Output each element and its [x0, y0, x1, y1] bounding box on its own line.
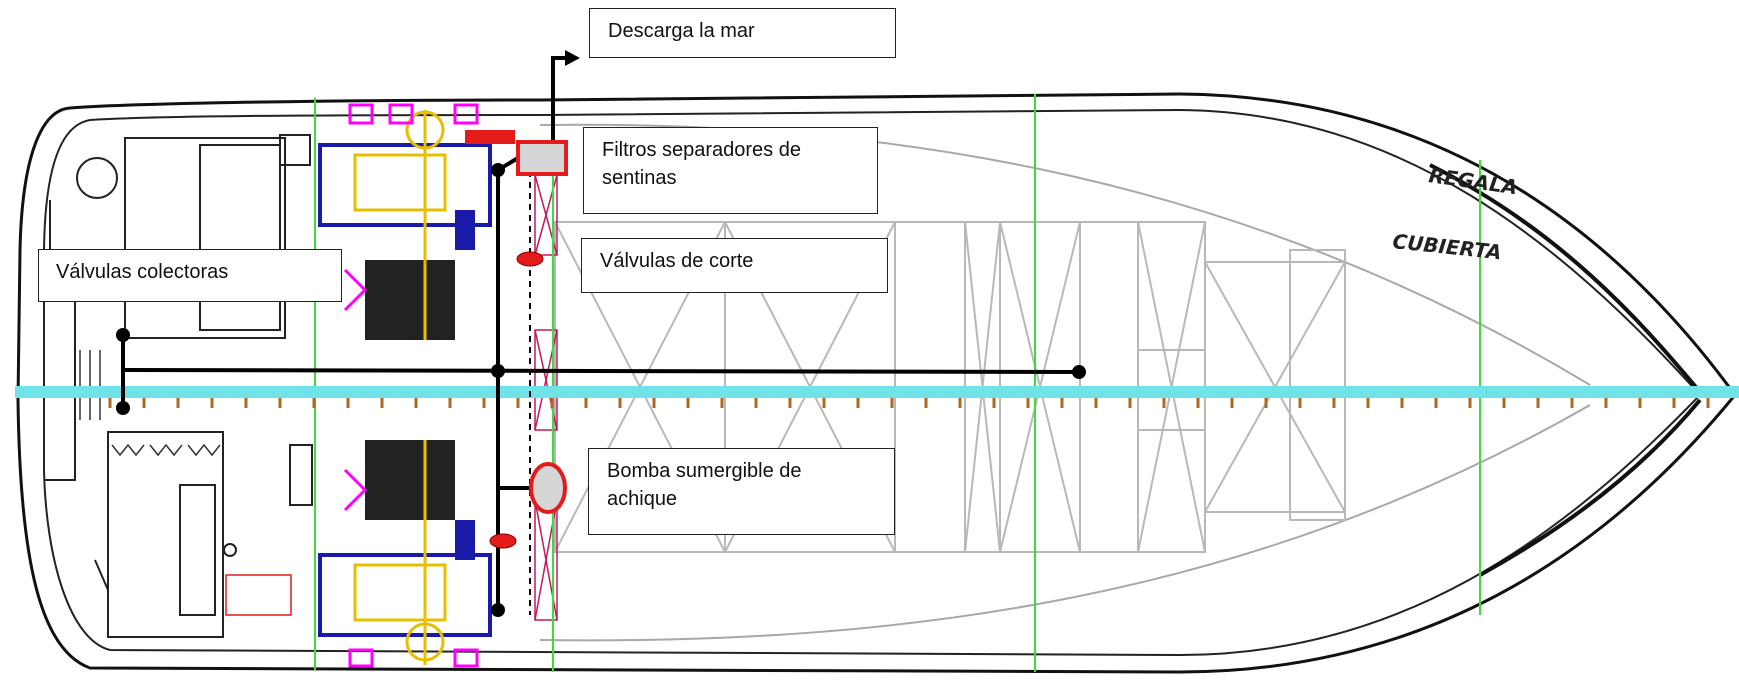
- callout-valvulas-colectoras-text: Válvulas colectoras: [56, 261, 229, 283]
- callout-filtros-separadores: Filtros separadores de sentinas: [583, 127, 878, 214]
- callout-filtros-text: Filtros separadores de sentinas: [602, 139, 801, 189]
- pipe-junctions: [116, 163, 1086, 617]
- submersible-bilge-pump: [529, 462, 567, 514]
- engine-port: [318, 103, 515, 340]
- shutoff-valve-upper: [516, 251, 544, 267]
- callout-valvulas-corte-text: Válvulas de corte: [600, 250, 754, 272]
- inner-hull-line-bottom: [539, 404, 1591, 642]
- junction-collector-end: [1072, 365, 1086, 379]
- cubierta-label: CUBIERTA: [1391, 229, 1502, 264]
- junction-collector-upper: [116, 328, 130, 342]
- junction-manifold-top: [491, 163, 505, 177]
- regala-line-bottom: [1479, 398, 1702, 577]
- shutoff-valve-lower: [489, 533, 517, 549]
- callout-descarga-la-mar: Descarga la mar: [589, 8, 896, 58]
- engine-starboard: [289, 440, 492, 668]
- junction-manifold-bottom: [491, 603, 505, 617]
- regala-line-top: [1429, 163, 1702, 394]
- overboard-discharge-pipe: [551, 56, 570, 140]
- callout-bomba-text: Bomba sumergible de achique: [607, 460, 802, 510]
- callout-valvulas-de-corte: Válvulas de corte: [581, 238, 888, 293]
- junction-collector-lower: [116, 401, 130, 415]
- discharge-arrow-icon: [565, 50, 580, 66]
- deck-inner-line: [43, 108, 1702, 657]
- hull-outer-outline: [16, 92, 1737, 674]
- callout-descarga-text: Descarga la mar: [608, 20, 755, 42]
- regala-label: REGALA: [1427, 163, 1519, 199]
- engine-room-details: [79, 350, 292, 616]
- callout-bomba-sumergible: Bomba sumergible de achique: [588, 448, 895, 535]
- centerline-ticks: [108, 398, 1710, 408]
- main-collector-pipe: [122, 368, 1081, 374]
- bilge-separator-filter: [516, 140, 568, 176]
- junction-manifold-center: [491, 364, 505, 378]
- callout-valvulas-colectoras: Válvulas colectoras: [38, 249, 342, 302]
